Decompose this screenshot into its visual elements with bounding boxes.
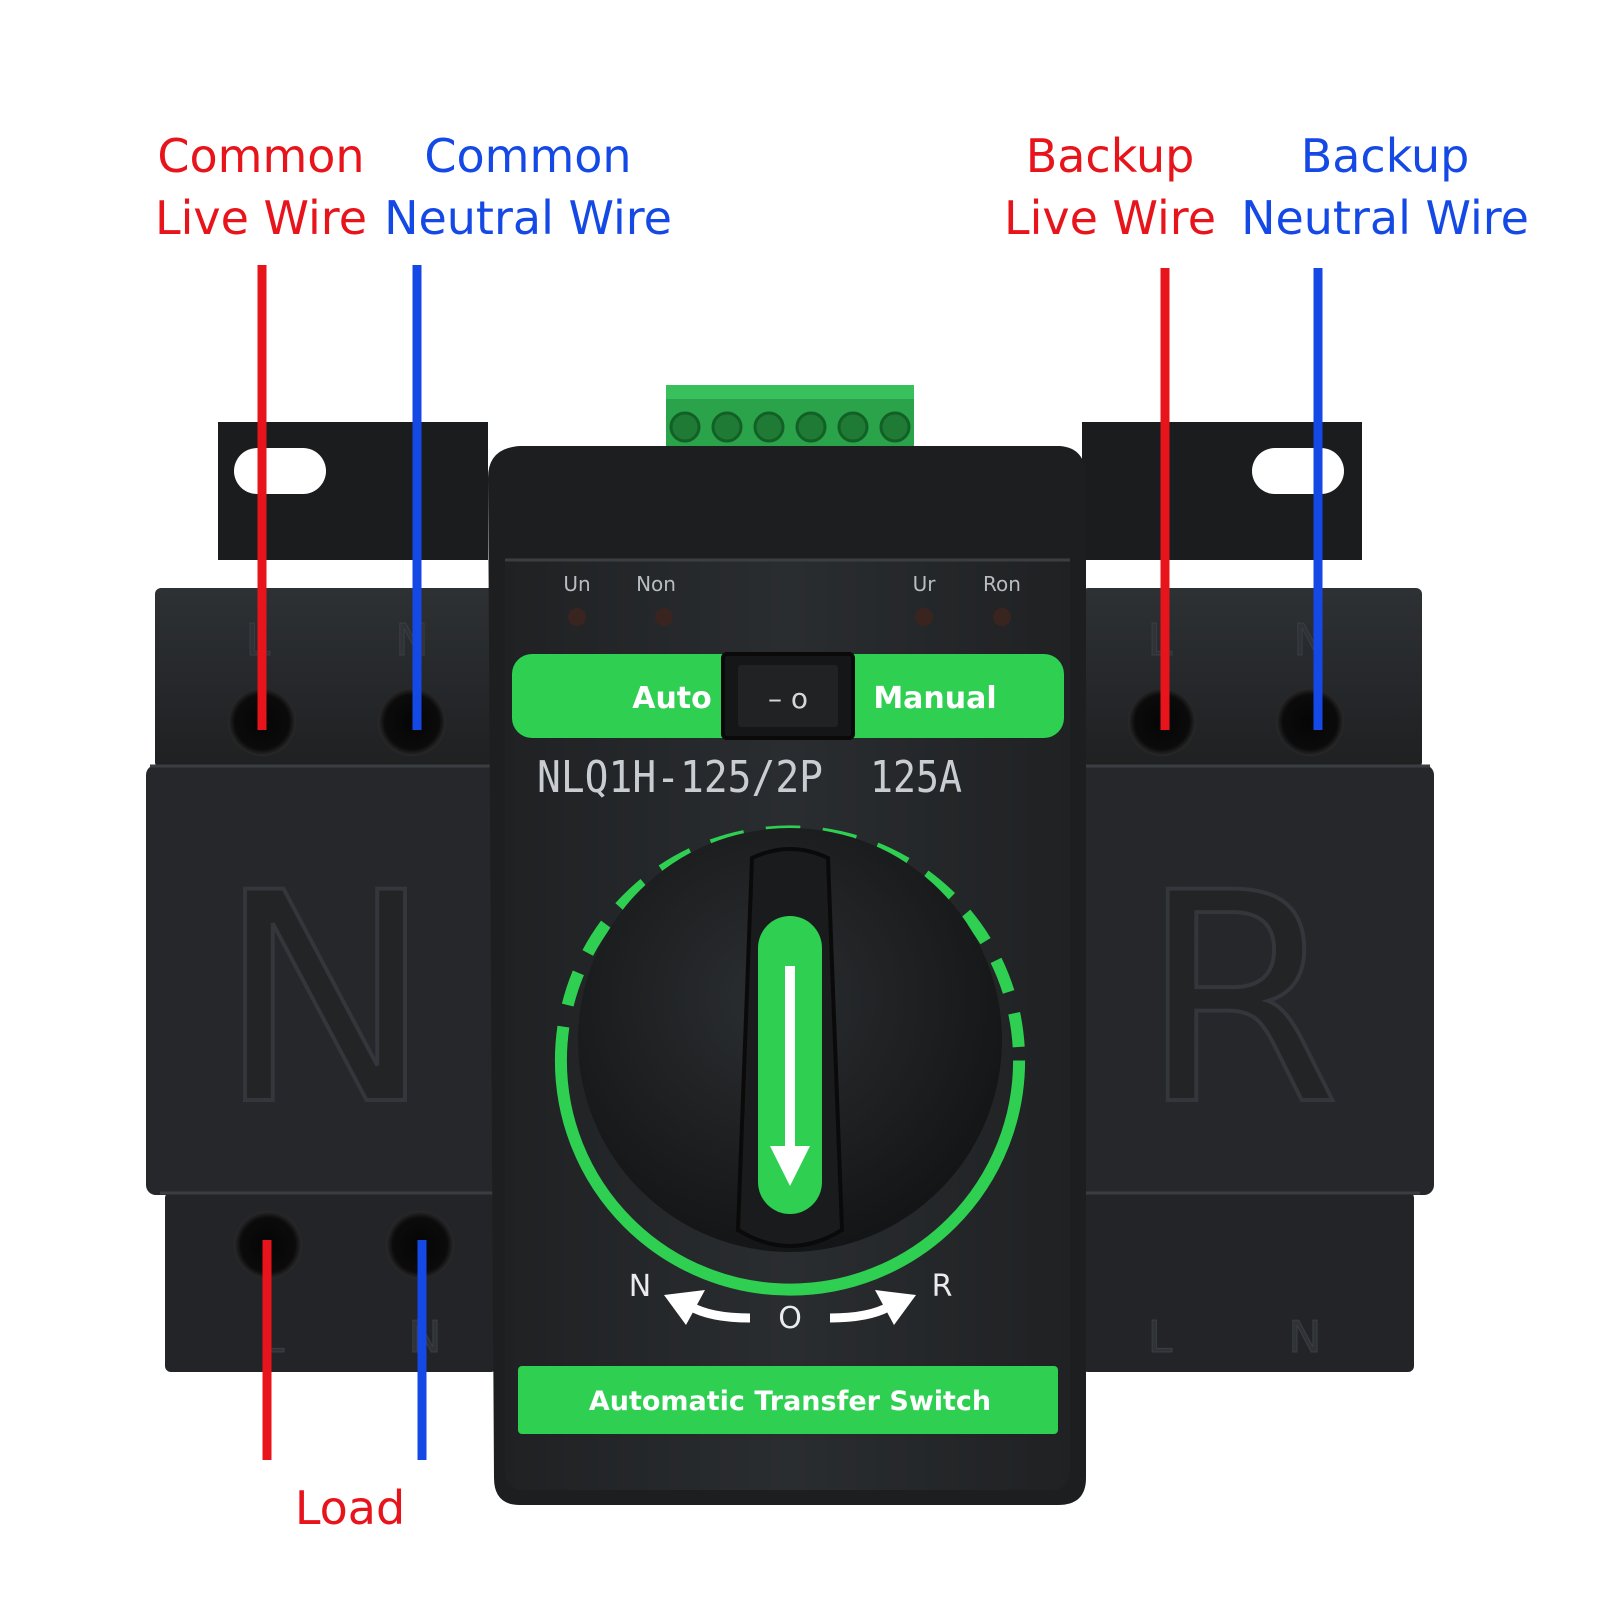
callout-load: Load xyxy=(294,1481,406,1535)
terminal-screw xyxy=(795,411,827,443)
mode-label-manual: Manual xyxy=(873,681,996,716)
control-terminal-block xyxy=(666,385,914,457)
mode-label-auto: Auto xyxy=(632,681,712,716)
indicator-label-un: Un xyxy=(563,572,590,596)
indicator-led-non xyxy=(655,608,673,626)
position-label-o: O xyxy=(778,1301,802,1336)
rocker-symbols: – o xyxy=(768,682,808,715)
callout-backup-neutral: Backup Neutral Wire xyxy=(1235,125,1535,249)
knob-arrow-down-icon xyxy=(770,966,810,1186)
terminal-screw xyxy=(879,411,911,443)
rotary-knob[interactable] xyxy=(578,828,1002,1252)
indicator-led-ur xyxy=(915,608,933,626)
terminal-hole xyxy=(378,688,446,756)
terminal-screw xyxy=(669,411,701,443)
callout-backup-neutral-line2: Neutral Wire xyxy=(1241,191,1529,245)
position-label-r: R xyxy=(932,1269,953,1304)
module-letter-r: R xyxy=(1139,832,1341,1169)
callout-backup-live-line2: Live Wire xyxy=(1003,191,1216,245)
indicator-led-ron xyxy=(993,608,1011,626)
footer-band xyxy=(518,1366,1058,1434)
callout-common-live: Common Live Wire xyxy=(130,125,392,249)
footer-label: Automatic Transfer Switch xyxy=(589,1386,991,1417)
callout-backup-live: Backup Live Wire xyxy=(990,125,1230,249)
terminal-screw xyxy=(711,411,743,443)
terminal-hole xyxy=(1276,688,1344,756)
callout-common-neutral-line1: Common xyxy=(424,129,632,183)
module-letter-n: N xyxy=(217,832,434,1169)
terminal-letter-top-left-n: N xyxy=(396,615,429,666)
left-module xyxy=(146,588,498,1372)
callout-common-live-line1: Common xyxy=(157,129,365,183)
auto-manual-rocker-switch[interactable]: – o xyxy=(721,652,855,740)
callout-common-live-line2: Live Wire xyxy=(154,191,367,245)
terminal-screw xyxy=(837,411,869,443)
callout-common-neutral-line2: Neutral Wire xyxy=(384,191,672,245)
terminal-letter-bottom-right-l: L xyxy=(1148,1312,1173,1363)
indicator-label-ron: Ron xyxy=(983,572,1021,596)
indicator-leds xyxy=(568,608,1011,626)
arrow-right-head xyxy=(875,1290,916,1325)
terminal-screws xyxy=(669,411,911,443)
indicator-label-non: Non xyxy=(636,572,676,596)
indicator-label-ur: Ur xyxy=(913,572,937,596)
model-number: NLQ1H-125/2P xyxy=(537,752,823,803)
terminal-letter-bottom-right-n: N xyxy=(1289,1312,1322,1363)
callout-backup-live-line1: Backup xyxy=(1025,129,1195,183)
terminal-screw xyxy=(753,411,785,443)
indicator-led-un xyxy=(568,608,586,626)
callout-backup-neutral-line1: Backup xyxy=(1300,129,1470,183)
callout-common-neutral: Common Neutral Wire xyxy=(378,125,678,249)
arrow-left-head xyxy=(664,1290,705,1325)
current-rating: 125A xyxy=(870,752,962,803)
position-label-n: N xyxy=(629,1269,651,1304)
